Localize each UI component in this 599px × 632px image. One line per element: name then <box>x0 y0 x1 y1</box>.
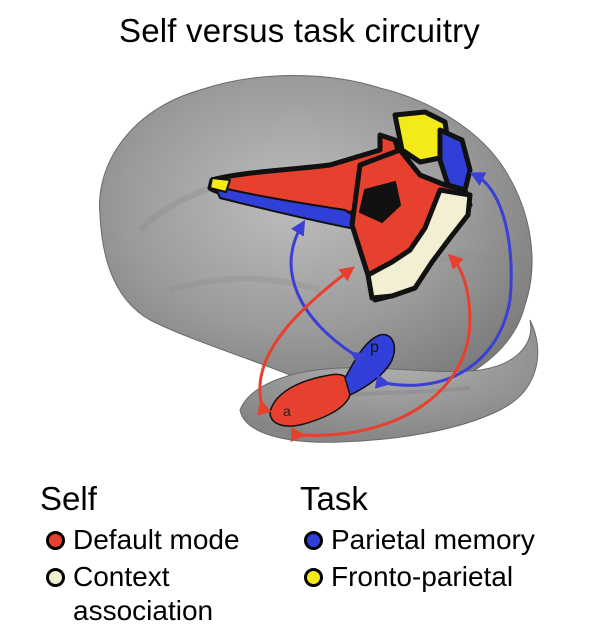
legend-label: Context association <box>73 561 214 626</box>
arrow-red-lower <box>290 253 472 443</box>
legend-task-heading: Task <box>300 480 368 517</box>
label-posterior: p <box>370 339 379 356</box>
legend-item-context: Context association <box>46 560 246 628</box>
legend-label: Fronto-parietal <box>331 561 514 592</box>
label-anterior: a <box>283 403 291 419</box>
legend-item-fronto-parietal: Fronto-parietal <box>304 560 513 594</box>
fronto-parietal-swatch <box>304 568 323 587</box>
figure-title: Self versus task circuitry <box>119 12 480 49</box>
legend-self-heading: Self <box>40 480 97 517</box>
legend-item-default-mode: Default mode <box>46 523 240 557</box>
legend-item-parietal-memory: Parietal memory <box>304 523 535 557</box>
default-mode-swatch <box>46 531 65 550</box>
parietal-memory-swatch <box>304 531 323 550</box>
legend-label: Parietal memory <box>331 524 535 555</box>
legend-label: Default mode <box>73 524 240 555</box>
context-swatch <box>46 568 65 587</box>
